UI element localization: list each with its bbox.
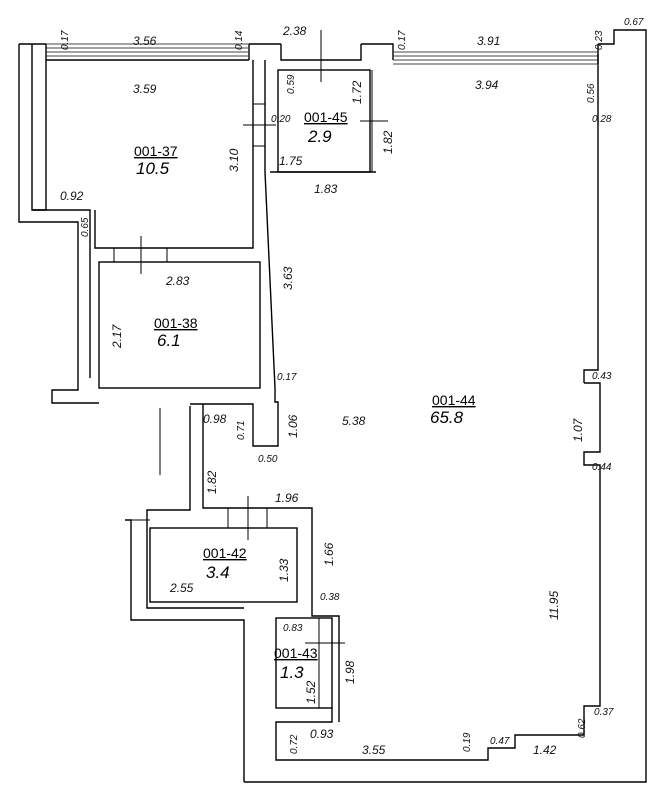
window-left bbox=[45, 43, 249, 60]
dim-label: 1.07 bbox=[571, 417, 585, 442]
window-right bbox=[393, 44, 599, 65]
room-id-001-45: 001-45 bbox=[304, 109, 348, 125]
room-id-001-43: 001-43 bbox=[274, 645, 318, 661]
dim-label: 0.98 bbox=[203, 412, 227, 426]
room-area-001-45: 2.9 bbox=[307, 127, 332, 146]
dim-label: 1.75 bbox=[279, 154, 303, 168]
dim-label: 0.72 bbox=[289, 734, 300, 754]
dim-label: 0.20 bbox=[271, 114, 291, 125]
dim-label: 0.67 bbox=[624, 17, 644, 28]
dim-label: 3.56 bbox=[133, 34, 157, 48]
dim-label: 0.43 bbox=[592, 371, 612, 382]
dim-label: 2.17 bbox=[110, 323, 124, 349]
outer-walls bbox=[18, 29, 647, 783]
dim-label: 1.52 bbox=[304, 680, 318, 704]
dim-label: 1.06 bbox=[286, 414, 300, 438]
dim-label: 1.72 bbox=[350, 80, 364, 104]
dim-label: 5.38 bbox=[342, 414, 366, 428]
room-area-001-37: 10.5 bbox=[136, 159, 170, 178]
room-001-37-walls bbox=[32, 59, 276, 249]
dim-label: 1.82 bbox=[381, 130, 395, 154]
room-area-001-42: 3.4 bbox=[206, 563, 230, 582]
dim-label: 0.62 bbox=[577, 718, 588, 738]
dim-label: 2.55 bbox=[169, 581, 194, 595]
dim-label: 0.44 bbox=[592, 462, 612, 473]
dim-label: 0.50 bbox=[258, 454, 278, 465]
dim-label: 0.28 bbox=[592, 114, 612, 125]
dim-label: 0.47 bbox=[490, 736, 510, 747]
room-id-001-37: 001-37 bbox=[134, 143, 178, 159]
dim-label: 3.55 bbox=[362, 743, 386, 757]
dim-label: 1.42 bbox=[533, 743, 557, 757]
dim-label: 3.10 bbox=[227, 148, 241, 172]
dim-label: 3.91 bbox=[477, 34, 500, 48]
dim-label: 0.93 bbox=[310, 727, 334, 741]
room-001-42-walls bbox=[149, 496, 298, 603]
partial-lines bbox=[128, 408, 161, 521]
dim-label: 2.83 bbox=[165, 274, 190, 288]
room-area-001-44: 65.8 bbox=[430, 408, 464, 427]
dim-label: 0.23 bbox=[594, 30, 605, 50]
dim-label: 0.14 bbox=[234, 30, 245, 50]
room-001-43-walls bbox=[275, 617, 345, 709]
dim-label: 1.83 bbox=[314, 182, 338, 196]
room-001-38-walls bbox=[98, 236, 261, 389]
dim-label: 0.37 bbox=[594, 707, 614, 718]
dim-label: 1.66 bbox=[322, 542, 336, 566]
dim-label: 0.59 bbox=[286, 74, 297, 94]
dim-label: 0.83 bbox=[283, 623, 303, 634]
dim-label: 3.63 bbox=[281, 266, 295, 290]
dim-label: 0.65 bbox=[80, 217, 91, 237]
dim-label: 0.19 bbox=[462, 732, 473, 752]
dim-label: 0.17 bbox=[277, 372, 297, 383]
dim-label: 2.38 bbox=[282, 24, 307, 38]
room-id-001-44: 001-44 bbox=[432, 392, 476, 408]
dim-label: 1.98 bbox=[343, 660, 357, 684]
dim-label: 0.92 bbox=[60, 189, 84, 203]
dim-label: 0.56 bbox=[586, 83, 597, 103]
room-id-001-42: 001-42 bbox=[203, 545, 247, 561]
dim-label: 3.94 bbox=[475, 78, 499, 92]
central-partition bbox=[190, 171, 340, 722]
dim-label: 1.96 bbox=[275, 491, 299, 505]
room-id-001-38: 001-38 bbox=[154, 315, 198, 331]
room-area-001-43: 1.3 bbox=[280, 663, 304, 682]
dim-label: 0.17 bbox=[397, 30, 408, 50]
dim-label: 0.17 bbox=[60, 30, 71, 50]
dim-label: 11.95 bbox=[547, 591, 561, 620]
room-001-45-walls bbox=[264, 30, 388, 173]
dim-label: 0.71 bbox=[236, 421, 247, 440]
dim-label: 3.59 bbox=[133, 82, 157, 96]
dim-label: 1.33 bbox=[277, 558, 291, 582]
room-area-001-38: 6.1 bbox=[157, 331, 181, 350]
room-labels: 001-37 10.5 001-38 6.1 001-44 65.8 001-4… bbox=[134, 109, 476, 682]
dim-label: 0.38 bbox=[320, 592, 340, 603]
dimension-labels: 0.17 3.56 0.14 2.38 0.17 3.91 0.23 0.67 … bbox=[60, 17, 644, 757]
dim-label: 1.82 bbox=[205, 470, 219, 494]
